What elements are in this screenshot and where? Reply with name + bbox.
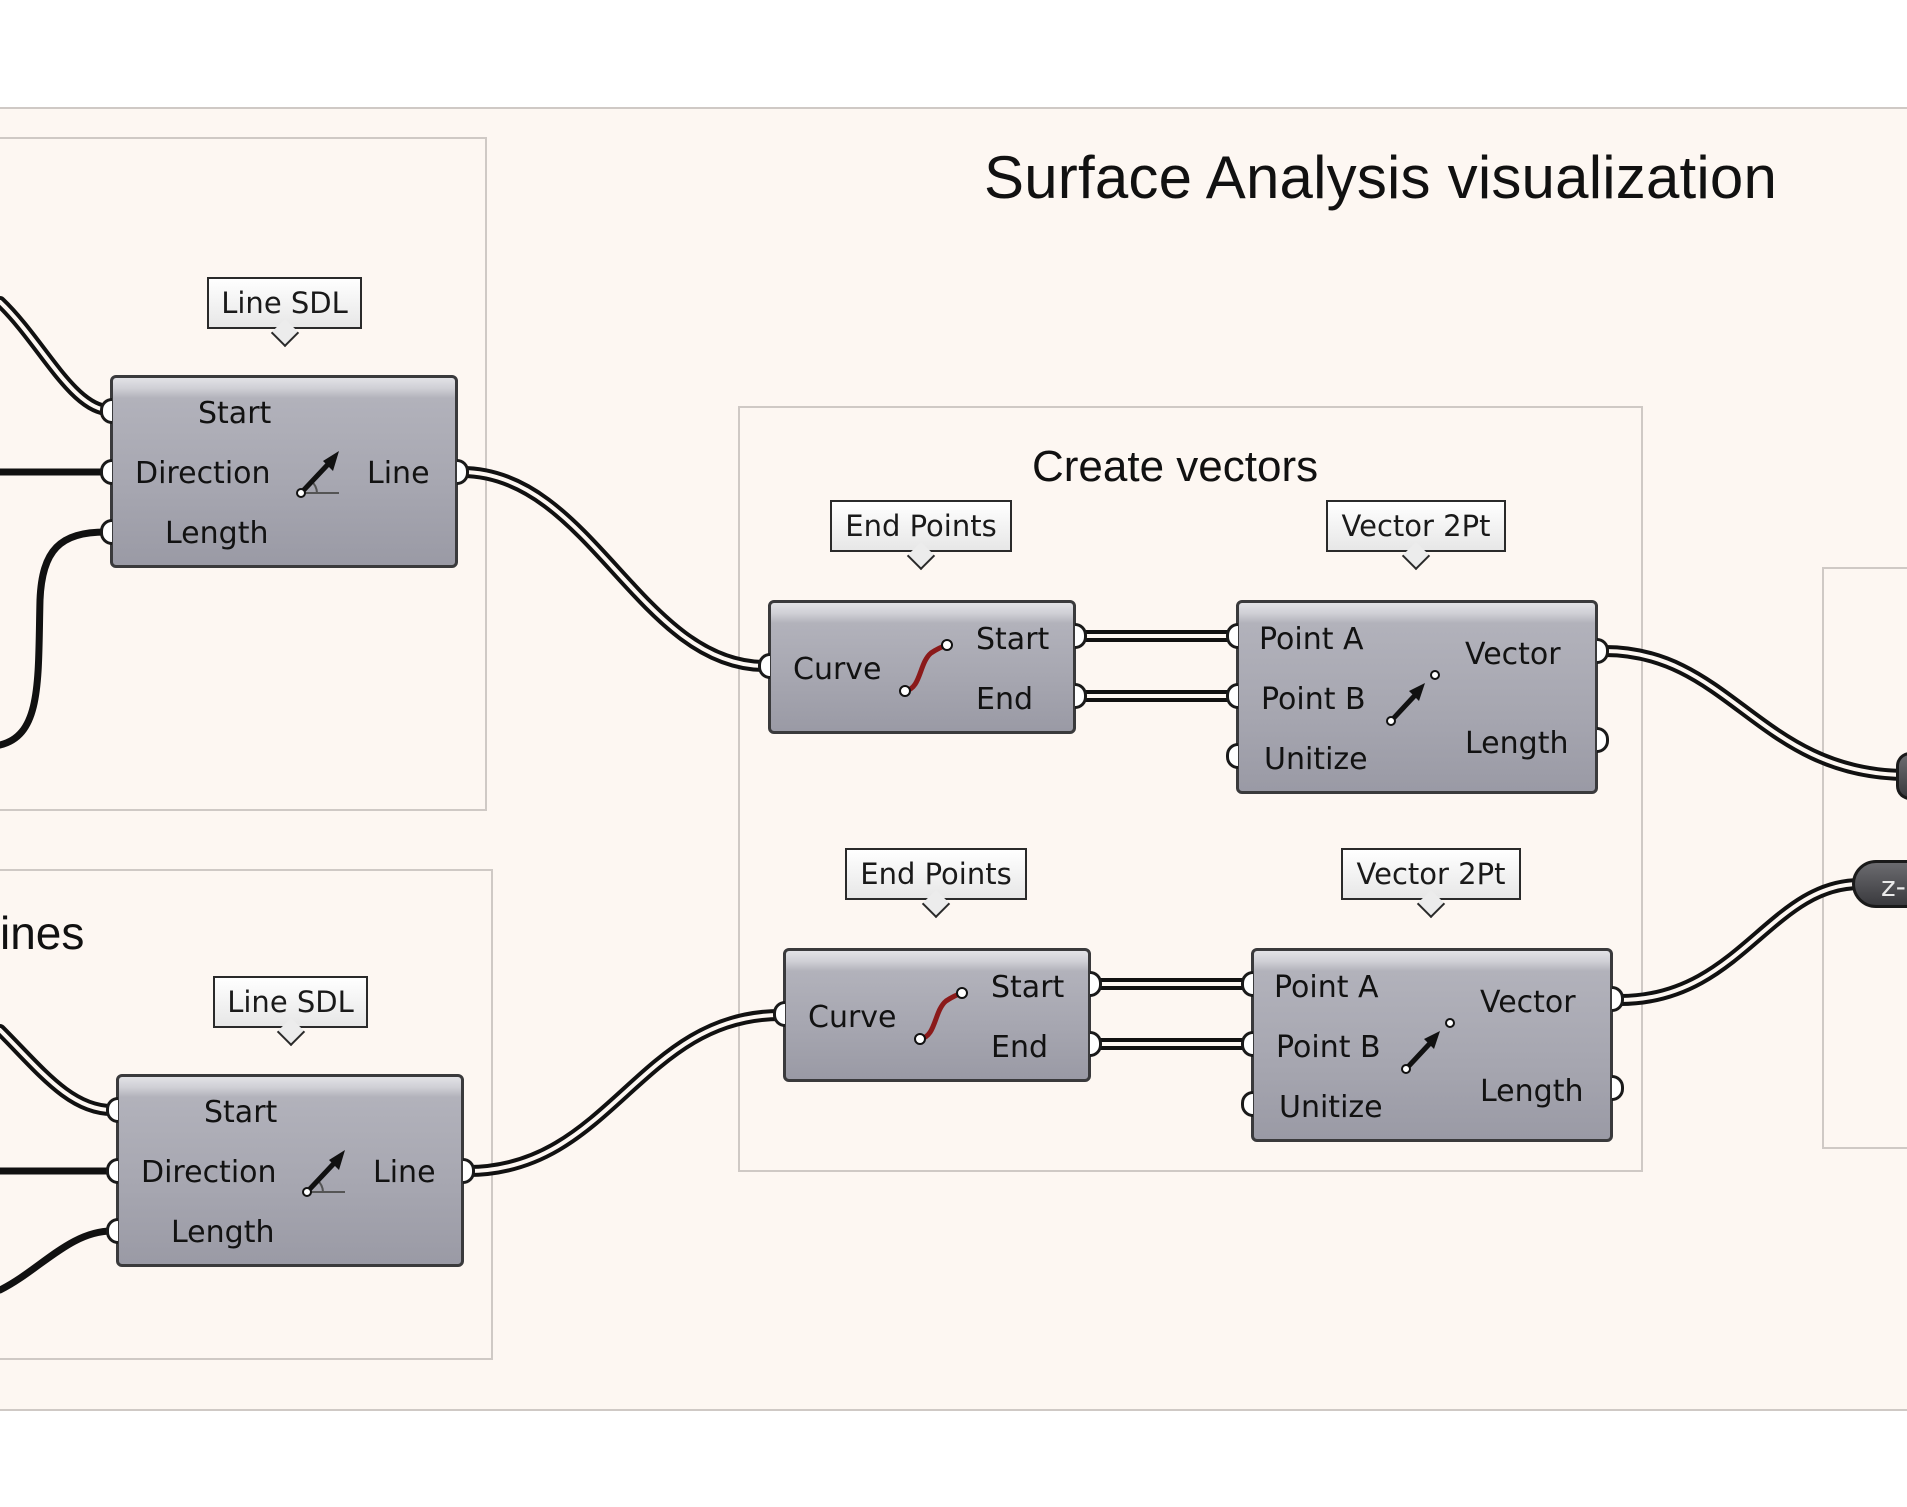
port-in-point-a-top[interactable] <box>1226 623 1238 649</box>
tag-end-points-top: End Points <box>830 500 1012 552</box>
group-partial-right[interactable] <box>1822 567 1907 1149</box>
input-unitize[interactable]: Unitize <box>1279 1090 1383 1125</box>
port-in-start-top[interactable] <box>100 398 112 424</box>
port-in-curve-top[interactable] <box>758 653 770 679</box>
output-end[interactable]: End <box>976 682 1034 717</box>
tag-vector-2pt-bottom: Vector 2Pt <box>1341 848 1521 900</box>
group-title-create-vectors: Create vectors <box>1032 442 1319 491</box>
tag-line-sdl-bottom: Line SDL <box>213 976 368 1028</box>
output-start[interactable]: Start <box>976 622 1050 657</box>
partial-capsule-bottom[interactable] <box>1852 860 1907 908</box>
component-line-sdl-bottom[interactable]: Start Direction Length Line <box>116 1074 464 1267</box>
output-length[interactable]: Length <box>1480 1074 1584 1109</box>
output-line[interactable]: Line <box>373 1155 436 1190</box>
vector-2pt-icon <box>1386 670 1440 726</box>
port-in-unitize-top[interactable] <box>1226 743 1238 769</box>
port-in-start-bottom[interactable] <box>106 1097 118 1123</box>
end-points-icon <box>899 639 953 697</box>
input-point-b[interactable]: Point B <box>1261 682 1366 717</box>
output-length[interactable]: Length <box>1465 726 1569 761</box>
input-curve[interactable]: Curve <box>808 1000 897 1035</box>
input-point-a[interactable]: Point A <box>1274 970 1379 1005</box>
line-sdl-icon <box>302 1150 345 1197</box>
partial-capsule-label: z- <box>1881 870 1906 903</box>
port-in-length-bottom[interactable] <box>106 1218 118 1244</box>
input-length[interactable]: Length <box>171 1215 275 1250</box>
input-unitize[interactable]: Unitize <box>1264 742 1368 777</box>
group-create-vectors[interactable] <box>738 406 1643 1172</box>
input-start[interactable]: Start <box>204 1095 278 1130</box>
output-vector[interactable]: Vector <box>1465 637 1561 672</box>
port-in-unitize-bottom[interactable] <box>1241 1091 1253 1117</box>
port-in-direction-bottom[interactable] <box>106 1158 118 1184</box>
vector-2pt-icon <box>1401 1018 1455 1074</box>
component-vector-2pt-top[interactable]: Point A Point B Unitize Vector Length <box>1236 600 1598 794</box>
input-start[interactable]: Start <box>198 396 272 431</box>
input-point-b[interactable]: Point B <box>1276 1030 1381 1065</box>
tag-vector-2pt-top: Vector 2Pt <box>1326 500 1506 552</box>
port-in-direction-top[interactable] <box>100 459 112 485</box>
output-line[interactable]: Line <box>367 456 430 491</box>
tag-line-sdl-top: Line SDL <box>207 277 362 329</box>
tag-end-points-bottom: End Points <box>845 848 1027 900</box>
canvas-title: Surface Analysis visualization <box>984 144 1778 211</box>
output-end[interactable]: End <box>991 1030 1049 1065</box>
component-end-points-bottom[interactable]: Curve Start End <box>783 948 1091 1082</box>
port-in-point-b-top[interactable] <box>1226 683 1238 709</box>
component-vector-2pt-bottom[interactable]: Point A Point B Unitize Vector Length <box>1251 948 1613 1142</box>
input-length[interactable]: Length <box>165 516 269 551</box>
input-direction[interactable]: Direction <box>135 456 271 491</box>
component-line-sdl-top[interactable]: Start Direction Length Line <box>110 375 458 568</box>
input-point-a[interactable]: Point A <box>1259 622 1364 657</box>
port-in-length-top[interactable] <box>100 519 112 545</box>
output-vector[interactable]: Vector <box>1480 985 1576 1020</box>
end-points-icon <box>914 987 968 1045</box>
component-end-points-top[interactable]: Curve Start End <box>768 600 1076 734</box>
input-direction[interactable]: Direction <box>141 1155 277 1190</box>
line-sdl-icon <box>296 451 339 498</box>
port-in-curve-bottom[interactable] <box>773 1001 785 1027</box>
output-start[interactable]: Start <box>991 970 1065 1005</box>
port-in-point-a-bottom[interactable] <box>1241 971 1253 997</box>
input-curve[interactable]: Curve <box>793 652 882 687</box>
partial-capsule-top[interactable] <box>1896 752 1907 800</box>
group-title-lines: ines <box>0 907 85 959</box>
port-in-point-b-bottom[interactable] <box>1241 1031 1253 1057</box>
